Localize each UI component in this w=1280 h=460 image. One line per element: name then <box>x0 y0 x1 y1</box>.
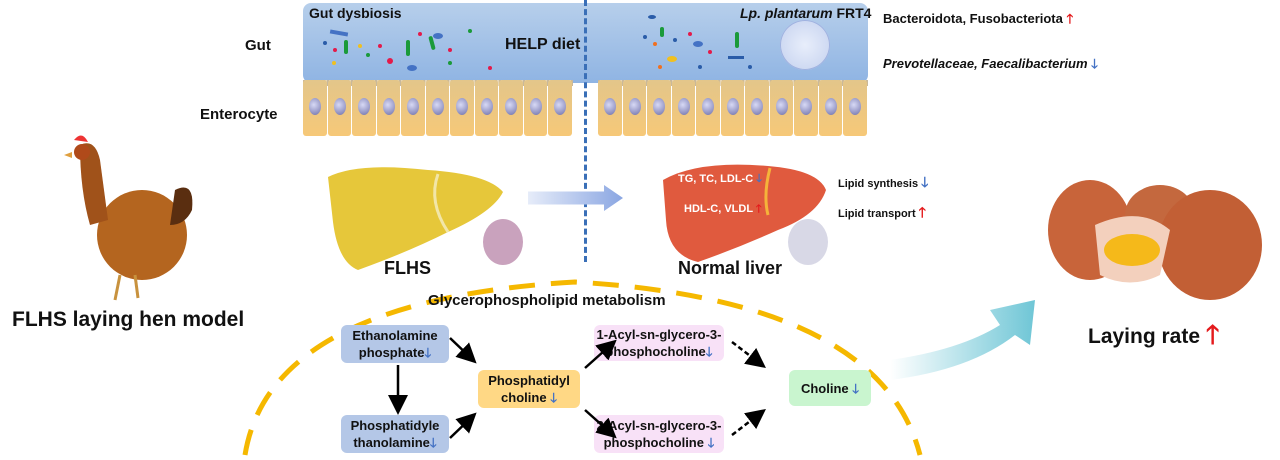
hen-image <box>60 130 200 305</box>
arrow-pe-to-pc <box>449 412 477 439</box>
up-arrow-icon: 🡑 <box>918 204 926 220</box>
fatty-liver-image <box>328 167 523 270</box>
fatty-liver-label: FLHS <box>384 258 431 278</box>
arrow-pc-to-1acyl <box>584 339 617 369</box>
down-arrow-icon: 🡓 <box>756 173 762 185</box>
down-arrow-icon: 🡓 <box>1091 56 1098 71</box>
gut-row-label: Gut <box>245 37 271 54</box>
down-arrow-icon: 🡓 <box>921 174 929 190</box>
eggs-image <box>1048 180 1262 300</box>
enterocyte-layer-right <box>598 80 868 140</box>
up-arrow-icon: 🡑 <box>1066 11 1074 26</box>
down-arrow-icon: 🡓 <box>550 390 557 405</box>
down-arrow-icon: 🡓 <box>429 435 437 450</box>
up-arrow-icon: 🡑 <box>755 203 762 215</box>
liver-marker-1: TG, TC, LDL-C 🡓 <box>678 173 762 185</box>
transition-arrow <box>528 185 623 211</box>
help-diet-label: HELP diet <box>505 36 581 53</box>
arrow-1acyl-to-choline <box>731 341 766 369</box>
down-arrow-icon: 🡓 <box>424 345 432 360</box>
down-arrow-icon: 🡓 <box>852 380 860 396</box>
arrow-ep-to-pc <box>449 337 477 364</box>
arrow-pc-to-2acyl <box>584 409 617 439</box>
probiotic-strain: FRT4 <box>836 5 872 21</box>
lipid-effect-1: Lipid synthesis 🡓 <box>838 174 929 190</box>
pathway-arrows <box>388 337 766 439</box>
bacteria-probiotic <box>643 15 752 69</box>
node-choline: Choline 🡓 <box>789 370 871 406</box>
divider-dashed-line <box>584 0 587 262</box>
probiotic-micrograph <box>780 20 830 70</box>
up-arrow-icon: 🡑 <box>1205 319 1220 349</box>
outcome-curved-arrow <box>890 300 1035 380</box>
microbiota-change-1: Bacteroidota, Fusobacteriota 🡑 <box>883 11 1074 26</box>
probiotic-species: Lp. plantarum <box>740 5 833 21</box>
enterocyte-layer-left <box>303 80 573 140</box>
down-arrow-icon: 🡓 <box>707 435 715 450</box>
metabolism-dashed-arc <box>242 279 923 456</box>
model-label: FLHS laying hen model <box>12 308 245 331</box>
liver-marker-2: HDL-C, VLDL 🡑 <box>684 203 762 215</box>
normal-liver-label: Normal liver <box>678 258 783 278</box>
probiotic-title: Lp. plantarum FRT4 <box>740 5 871 21</box>
microbiota-change-2: Prevotellaceae, Faecalibacterium 🡓 <box>883 56 1098 71</box>
lipid-effect-2: Lipid transport 🡑 <box>838 204 926 220</box>
normal-liver-image <box>663 164 828 265</box>
metabolism-title: Glycerophospholipid metabolism <box>428 292 666 309</box>
gut-dysbiosis-title: Gut dysbiosis <box>309 5 402 21</box>
outcome-label: Laying rate 🡑 <box>1088 319 1220 349</box>
down-arrow-icon: 🡓 <box>705 344 713 359</box>
bacteria-dysbiosis <box>323 29 492 71</box>
enterocyte-row-label: Enterocyte <box>200 106 278 123</box>
arrow-2acyl-to-choline <box>731 408 766 436</box>
